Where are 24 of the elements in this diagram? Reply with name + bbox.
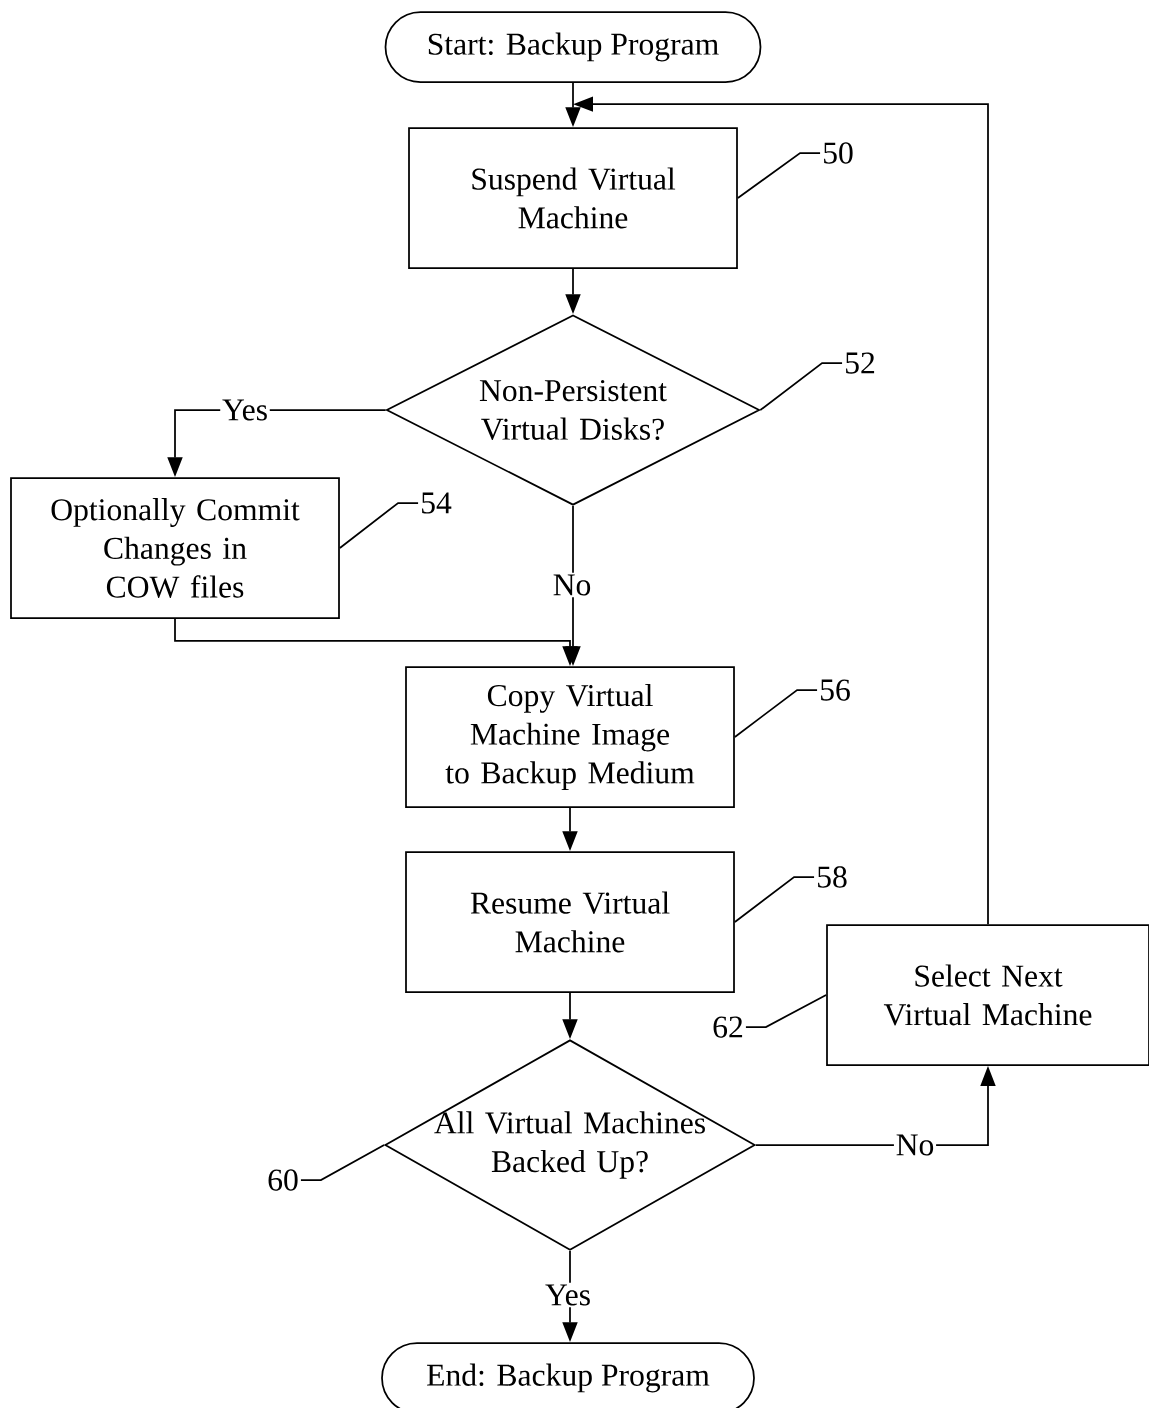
callout-number: 56 [821,679,850,701]
edge-label: Yes [220,397,270,423]
process-box: Copy Virtual Machine Image to Backup Medium [405,666,735,808]
callout-number: 52 [846,352,875,374]
callout-number: 50 [824,142,853,164]
terminal-box: End: Backup Program [381,1342,755,1408]
process-box: Optionally Commit Changes in COW files [10,477,340,619]
callout-number: 62 [713,1016,743,1038]
process-box: Resume Virtual Machine [405,851,735,993]
callout-number: 60 [268,1169,298,1191]
leader-line [745,994,827,1028]
edge-label: Yes [543,1282,593,1308]
leader-line [737,152,821,199]
leader-line [734,689,818,738]
leader-line [339,502,419,549]
edge-label: No [550,572,594,598]
edge-label: No [893,1132,937,1158]
leader-line [734,876,815,923]
process-box: Suspend Virtual Machine [408,127,738,269]
process-box: Select Next Virtual Machine [826,924,1149,1066]
callout-number: 58 [818,866,847,888]
leader-line [300,1144,385,1181]
leader-line [759,362,843,411]
terminal-box: Start: Backup Program [384,11,762,83]
